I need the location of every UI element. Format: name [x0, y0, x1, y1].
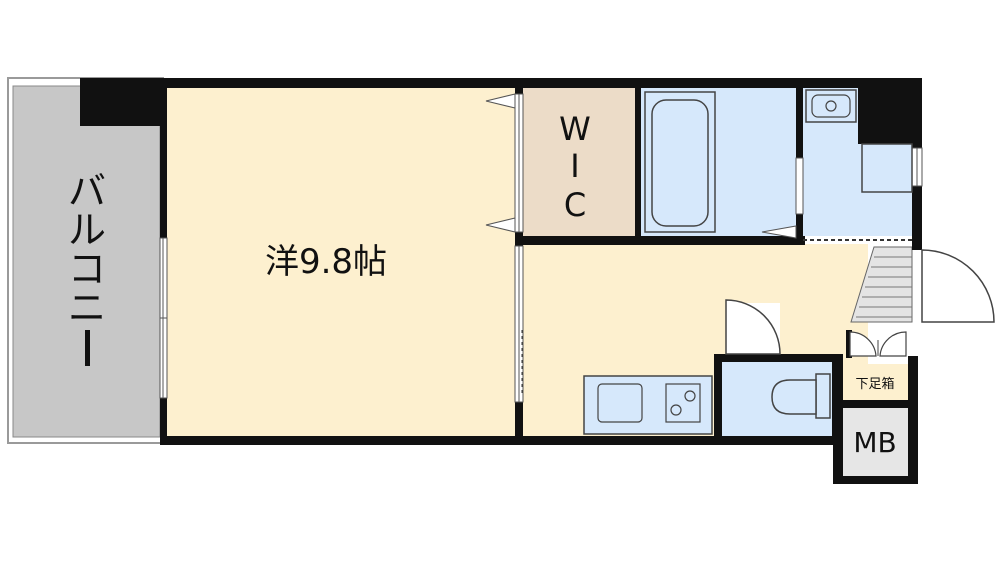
wic-floor: [522, 88, 635, 236]
shoe-box-label: 下足箱: [855, 376, 894, 392]
walls: [80, 78, 922, 484]
wic-label: W I C: [559, 110, 591, 224]
washing-machine-space: [861, 143, 913, 193]
toilet-door: [725, 299, 781, 355]
meter-box-floor: [838, 406, 912, 478]
balcony-window: [159, 237, 168, 399]
wic-label-line: C: [564, 186, 586, 224]
wash-basin: [805, 89, 857, 123]
balcony-label-char: バ: [68, 169, 106, 213]
balcony-label-char: ル: [68, 208, 106, 252]
shoe-box-floor: [842, 364, 908, 400]
shoe-box-doors: [849, 331, 907, 357]
kitchen-counter: [583, 375, 713, 435]
washroom-window: [911, 147, 923, 187]
balcony-label-char: コ: [68, 247, 106, 291]
wic-label-line: W: [559, 110, 591, 148]
balcony: [7, 77, 164, 444]
bathtub: [644, 91, 716, 233]
balcony-label: バ ル コ ニ: [68, 169, 106, 366]
meter-box-label: MB: [853, 426, 896, 459]
bath-door: [761, 157, 804, 239]
western-room-floor: [165, 88, 517, 436]
western-room-label: 洋9.8帖: [265, 242, 387, 282]
room-kitchen-door: [514, 245, 524, 403]
entrance-door: [921, 249, 995, 323]
wic-door: [485, 93, 524, 233]
wic-label-line: I: [570, 147, 579, 185]
toilet: [771, 373, 831, 419]
genkan-steps: [850, 246, 913, 323]
balcony-label-char: ニ: [68, 286, 106, 330]
balcony-label-long-mark: [85, 330, 90, 366]
